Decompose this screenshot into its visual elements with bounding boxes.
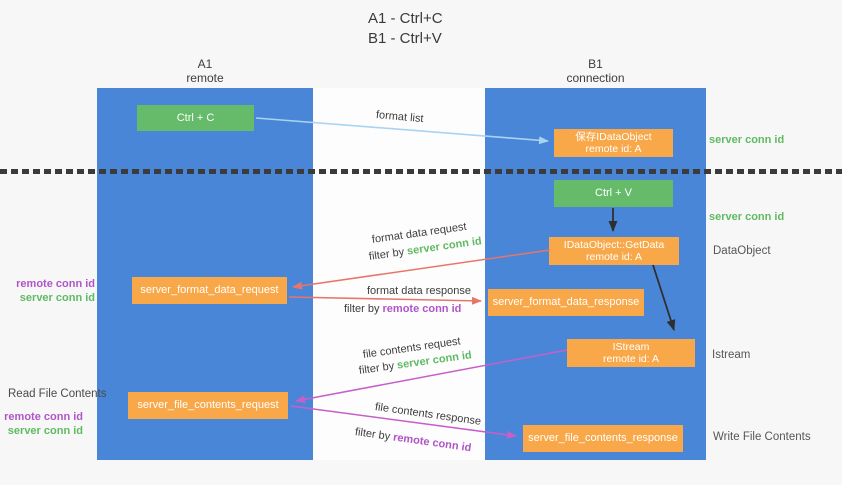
node-server-file-contents-request: server_file_contents_request [128, 392, 288, 419]
getdata-to-istream-arrow [652, 264, 676, 331]
node-getdata-line1: IDataObject::GetData [563, 239, 665, 251]
node-save-idataobject-line2: remote id: A [585, 143, 642, 155]
node-getdata-line2: remote id: A [585, 251, 643, 263]
node-istream: IStream remote id: A [567, 339, 695, 367]
middle-lane [313, 88, 485, 460]
format-data-request-arrow [292, 249, 551, 290]
node-ctrl-v: Ctrl + V [554, 180, 673, 207]
istream-annotation: Istream [712, 349, 751, 361]
node-istream-line2: remote id: A [602, 353, 660, 365]
format-data-response-label: format data response [367, 285, 471, 297]
server-conn-id-label: server conn id [7, 425, 83, 437]
column-a1-subtitle: remote [186, 71, 224, 85]
node-save-idataobject: 保存IDataObject remote id: A [554, 129, 673, 157]
node-format-response-label: server_format_data_response [492, 296, 640, 308]
write-file-contents-annotation: Write File Contents [713, 431, 811, 443]
title-line-2: B1 - Ctrl+V [368, 30, 442, 47]
column-header-b1: B1 connection [485, 57, 706, 85]
file-contents-response-arrow [290, 405, 517, 439]
diagram-title: A1 - Ctrl+C B1 - Ctrl+V [368, 9, 443, 49]
column-a1-name: A1 [197, 57, 213, 71]
dataobject-annotation: DataObject [713, 245, 771, 257]
node-ctrl-c-label: Ctrl + C [176, 111, 215, 124]
filter-prefix: filter by [344, 303, 383, 315]
conn-id-stack-file-request: remote conn id server conn id [0, 410, 83, 438]
title-line-1: A1 - Ctrl+C [368, 10, 443, 27]
filter-by-remote-conn-id-label-1: filter by remote conn id [344, 303, 461, 315]
remote-conn-id-label: remote conn id [4, 411, 83, 423]
column-b1-subtitle: connection [566, 71, 625, 85]
node-istream-line1: IStream [612, 341, 650, 353]
node-server-file-contents-response: server_file_contents_response [523, 425, 683, 452]
server-conn-id-label: server conn id [19, 292, 95, 304]
remote-conn-id-label: remote conn id [16, 278, 95, 290]
node-ctrl-v-label: Ctrl + V [595, 187, 632, 199]
file-contents-request-arrow [295, 349, 568, 404]
read-file-contents-annotation: Read File Contents [8, 388, 107, 400]
node-file-request-label: server_file_contents_request [137, 399, 279, 411]
session-divider-dotted-line [0, 169, 842, 174]
server-conn-id-annotation-top: server conn id [709, 134, 785, 146]
node-format-request-label: server_format_data_request [140, 284, 279, 296]
conn-id-stack-format-request: remote conn id server conn id [0, 277, 95, 305]
column-b1-name: B1 [588, 57, 603, 71]
format-data-response-arrow [288, 296, 482, 305]
node-ctrl-c: Ctrl + C [137, 105, 254, 131]
node-file-response-label: server_file_contents_response [528, 432, 678, 444]
remote-conn-id-text: remote conn id [382, 303, 462, 315]
node-save-idataobject-line1: 保存IDataObject [575, 131, 652, 143]
server-conn-id-annotation-mid: server conn id [709, 211, 785, 223]
node-server-format-data-response: server_format_data_response [488, 289, 644, 316]
column-header-a1: A1 remote [97, 57, 313, 85]
format-list-arrow [255, 117, 549, 145]
node-server-format-data-request: server_format_data_request [132, 277, 287, 304]
node-idataobject-getdata: IDataObject::GetData remote id: A [549, 237, 679, 265]
